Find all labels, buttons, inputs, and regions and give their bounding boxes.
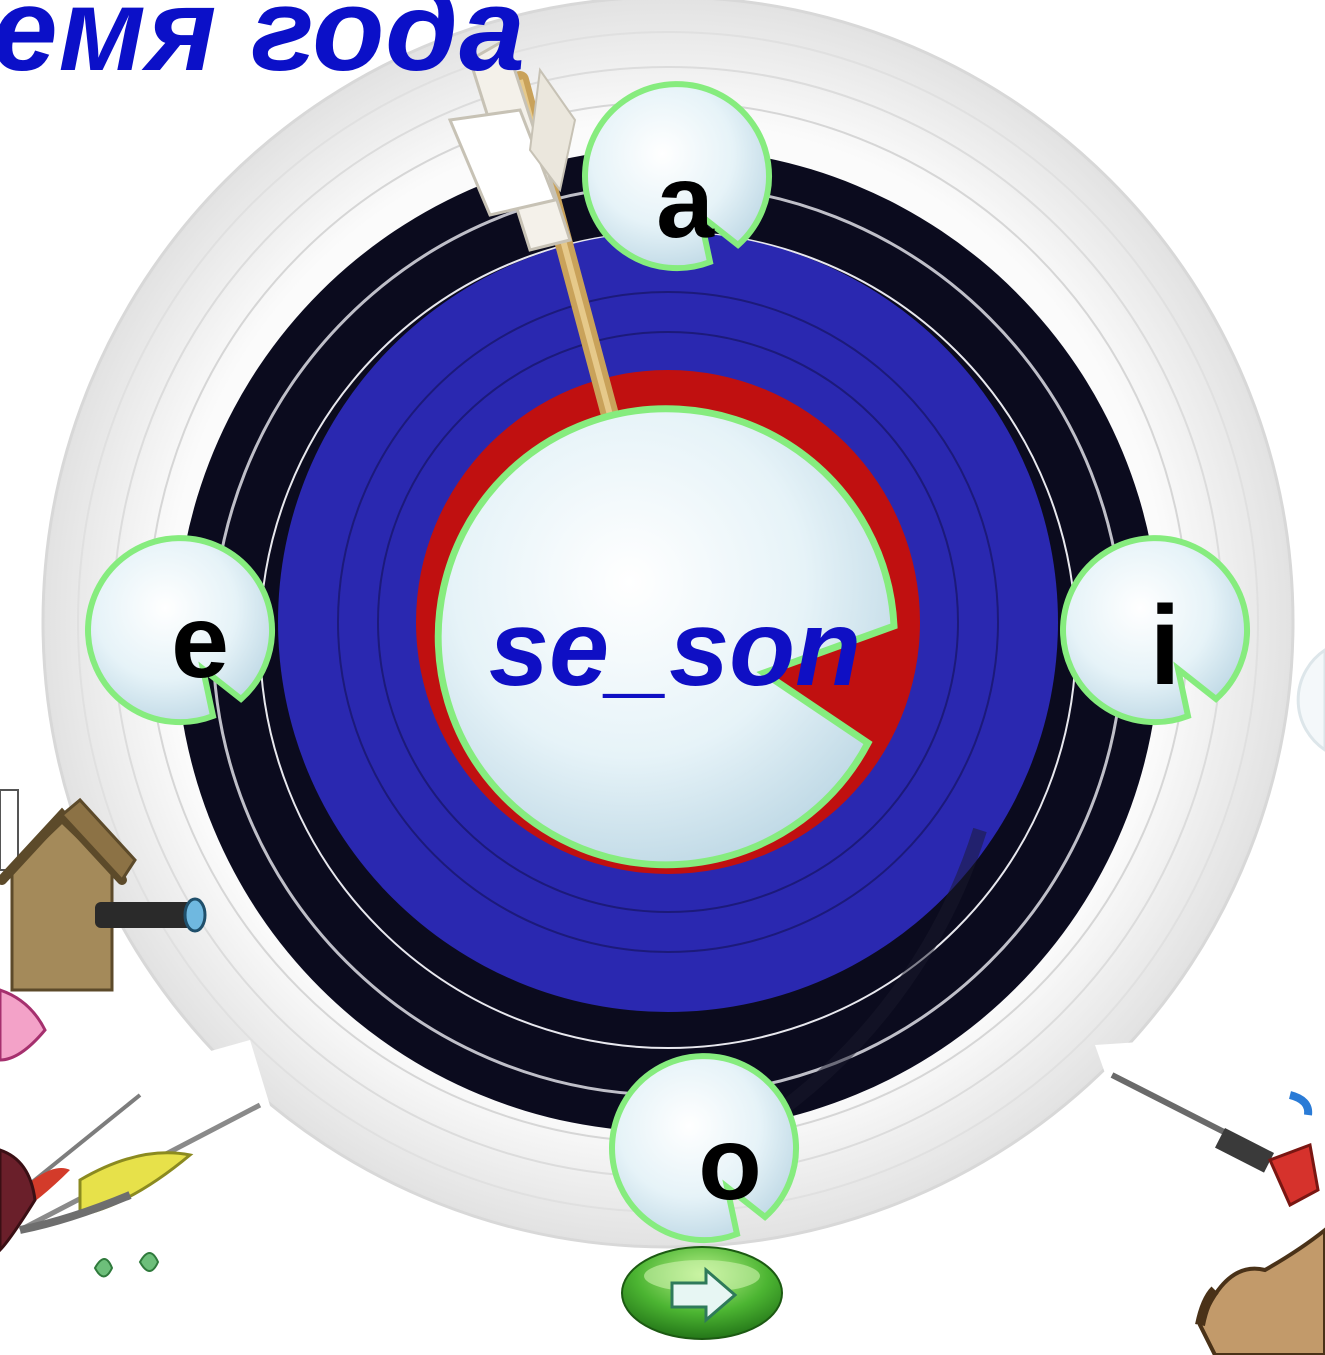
- word-with-gap: se_son: [488, 587, 862, 708]
- dart-icon: [1095, 1030, 1325, 1355]
- choice-bubble-e[interactable]: [85, 535, 276, 726]
- choice-e-button[interactable]: e: [171, 584, 229, 700]
- birdhouse-icon: [0, 789, 207, 1062]
- choice-o-button[interactable]: o: [698, 1106, 762, 1222]
- choice-bubble-i[interactable]: [1060, 535, 1251, 726]
- next-button-graphic: [621, 1246, 783, 1340]
- word-bubble: [434, 405, 898, 869]
- choice-a-button[interactable]: a: [656, 144, 714, 260]
- partial-bubble: [1296, 648, 1325, 752]
- choice-bubble-a[interactable]: [582, 81, 773, 272]
- right-arrow-icon: [670, 1266, 738, 1324]
- arrow-icon: [447, 37, 619, 424]
- page-title: емя года: [0, 0, 526, 96]
- choice-i-button[interactable]: i: [1149, 583, 1181, 708]
- next-button[interactable]: [622, 1248, 782, 1338]
- choice-bubble-o[interactable]: [609, 1053, 800, 1244]
- darts-decoration-icon: [0, 1040, 320, 1290]
